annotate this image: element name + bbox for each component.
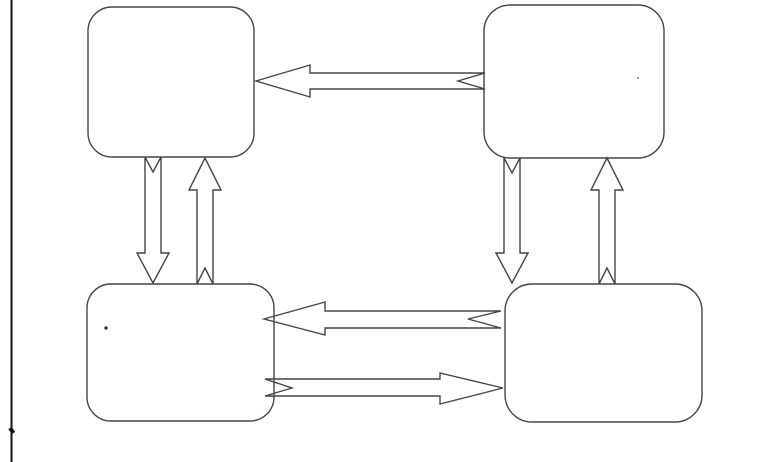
- left-border-tick: [8, 426, 16, 435]
- arrow-top-left-to-bottom-left: [135, 156, 171, 285]
- arrow-bottom-right-to-bottom-left: [261, 301, 502, 336]
- arrow-top-right-to-top-left: [253, 64, 486, 98]
- page-edge-group: [8, 0, 16, 462]
- ink-speck-bottom-left: [104, 326, 108, 330]
- top-left-box: [87, 6, 255, 158]
- top-right-box: [483, 4, 665, 159]
- arrow-top-right-to-bottom-right: [494, 157, 530, 285]
- shapes-group: [86, 4, 703, 423]
- ink-speck-top-right: [636, 76, 640, 80]
- bottom-right-box: [504, 283, 703, 423]
- arrow-bottom-right-to-top-right: [589, 156, 625, 285]
- bottom-left-box: [86, 283, 275, 422]
- arrow-bottom-left-to-bottom-right: [264, 372, 504, 405]
- arrow-bottom-left-to-top-left: [187, 156, 223, 285]
